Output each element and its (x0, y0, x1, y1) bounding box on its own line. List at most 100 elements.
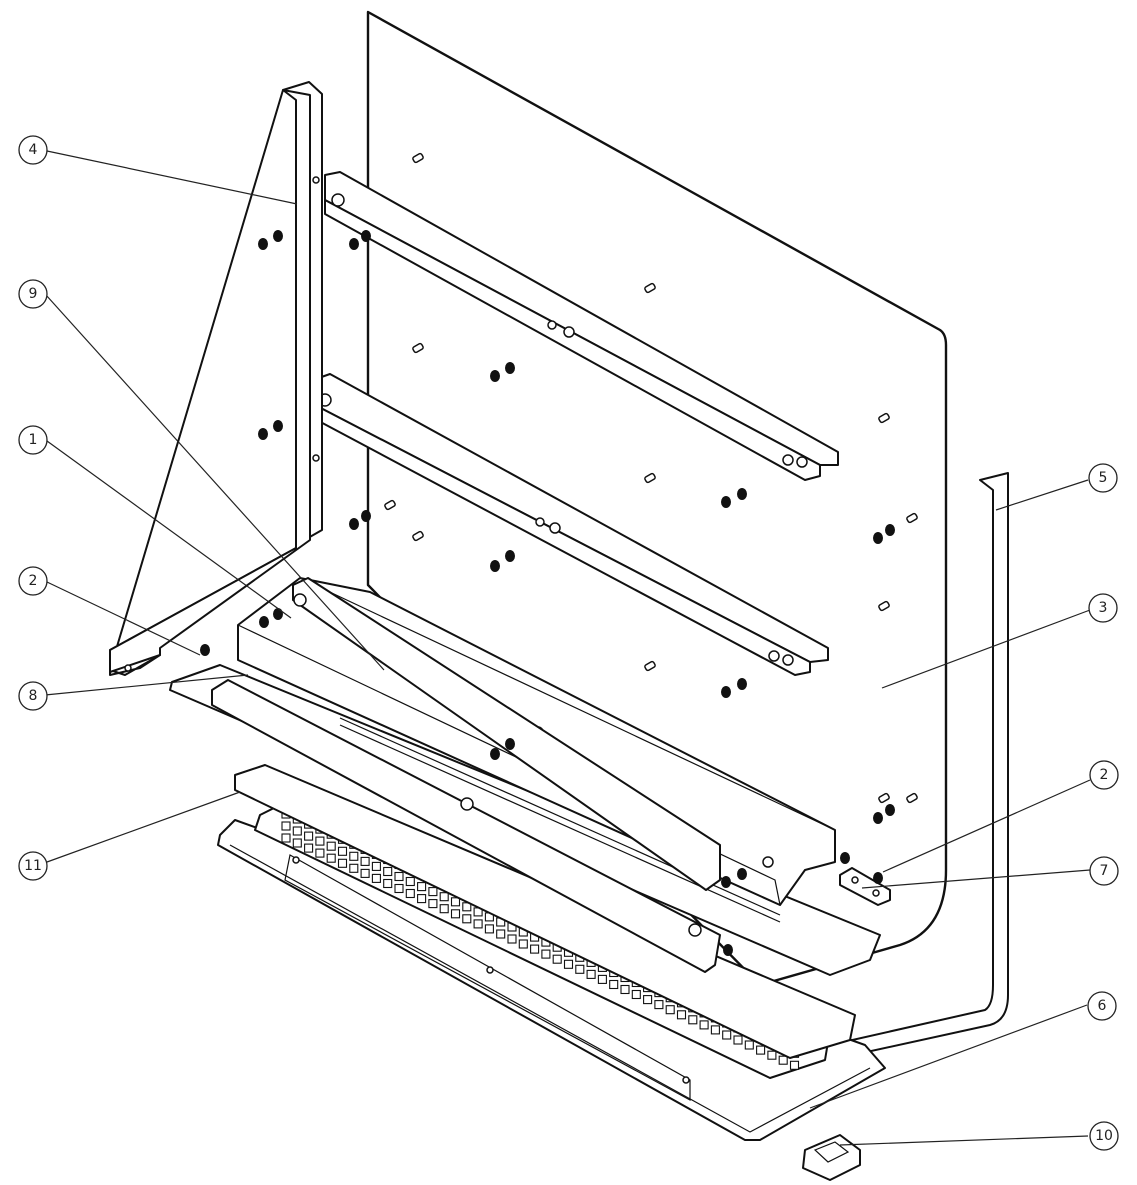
grille-cell (530, 944, 540, 954)
nut-fastener (490, 370, 500, 382)
nut-fastener (721, 686, 731, 698)
callout-label: 2 (29, 573, 38, 589)
grille-cell (586, 969, 596, 979)
upper-rail (324, 171, 839, 481)
grille-cell (428, 887, 438, 897)
grille-cell (654, 1000, 664, 1010)
latch (802, 1134, 861, 1181)
grille-cell (417, 894, 427, 904)
nut-fastener (723, 944, 733, 956)
nut-fastener (200, 644, 210, 656)
grille-cell (756, 1045, 766, 1055)
grille-cell (643, 995, 653, 1005)
callout-balloon-8: 8 (18, 681, 48, 711)
nut-fastener (505, 362, 515, 374)
panel-slot (644, 472, 656, 484)
panel-slot (878, 792, 890, 804)
callout-label: 6 (1098, 998, 1107, 1014)
small-bracket (839, 867, 891, 906)
nut-fastener (349, 518, 359, 530)
grille-cell (496, 929, 506, 939)
left-frame (109, 81, 323, 676)
grille-cell (699, 1020, 709, 1030)
callout-label: 10 (1095, 1128, 1113, 1144)
grille-cell (789, 1060, 800, 1070)
grille-cell (315, 848, 325, 858)
callout-label: 1 (29, 432, 38, 448)
callout-balloon-1: 1 (18, 425, 48, 455)
grille-cell (575, 964, 585, 974)
grille-cell (405, 888, 415, 899)
panel-slot (906, 792, 918, 804)
nut-fastener (721, 876, 731, 888)
callout-label: 4 (29, 142, 38, 158)
nut-fastener (873, 812, 883, 824)
callout-balloon-2-right: 2 (1089, 760, 1119, 790)
grille-cell (281, 821, 291, 831)
nut-fastener (361, 230, 371, 242)
callout-balloon-10: 10 (1089, 1121, 1119, 1151)
nut-fastener (885, 524, 895, 536)
grille-cell (394, 871, 404, 882)
nut-fastener (490, 560, 500, 572)
callout-label: 11 (24, 858, 42, 874)
callout-balloon-5: 5 (1088, 463, 1118, 493)
fasteners (200, 230, 895, 956)
grille-cell (518, 939, 528, 949)
grille-cell (417, 882, 427, 892)
callout-label: 8 (29, 688, 38, 704)
grille-cell (326, 853, 336, 863)
grille-cell (337, 858, 348, 868)
nut-fastener (361, 510, 371, 522)
callout-balloon-2-left: 2 (18, 566, 48, 596)
grille-cell (383, 878, 393, 889)
grille-cell (383, 866, 393, 877)
grille-cell (315, 836, 325, 846)
panel-slot (644, 660, 656, 672)
grille-cell (552, 954, 562, 964)
grille-frame (234, 764, 856, 1059)
nut-fastener (885, 804, 895, 816)
panel-slot (412, 530, 424, 542)
grille-cell (744, 1040, 754, 1050)
callout-balloon-7: 7 (1089, 856, 1119, 886)
nut-fastener (273, 420, 283, 432)
nut-fastener (873, 872, 883, 884)
grille-cell (676, 1010, 687, 1020)
grille-cell (304, 831, 314, 841)
grille-cell (428, 899, 438, 909)
callout-balloon-11: 11 (18, 851, 48, 881)
nut-fastener (490, 748, 500, 760)
panel-slot (384, 499, 396, 511)
grille-cell (349, 851, 359, 861)
grille-cell (462, 914, 472, 924)
grille-cell (292, 826, 302, 836)
callout-balloon-4: 4 (18, 135, 48, 165)
grille-cell (326, 841, 336, 851)
grille-cell (563, 959, 574, 969)
nut-fastener (721, 496, 731, 508)
grille-cell (292, 838, 302, 848)
grille-cell (349, 863, 359, 873)
nut-fastener (737, 488, 747, 500)
grille-cell (304, 843, 314, 853)
panel-slot (906, 512, 918, 524)
panel-slots (384, 152, 918, 804)
grille-cell (405, 876, 415, 887)
callout-balloon-3: 3 (1088, 593, 1118, 623)
nut-fastener (840, 852, 850, 864)
grille-cell (337, 846, 348, 856)
grille-cell (609, 979, 619, 990)
callout-label: 2 (1100, 767, 1109, 783)
nut-fastener (737, 868, 747, 880)
grille-cell (767, 1050, 777, 1060)
grille-cell (665, 1005, 675, 1015)
callout-label: 3 (1099, 600, 1108, 616)
nut-fastener (258, 428, 268, 440)
grille-cell (439, 892, 449, 902)
leader-lines (44, 150, 1091, 1146)
callout-balloon-9: 9 (18, 279, 48, 309)
grille-cell (620, 984, 630, 995)
back-panel (366, 10, 948, 987)
